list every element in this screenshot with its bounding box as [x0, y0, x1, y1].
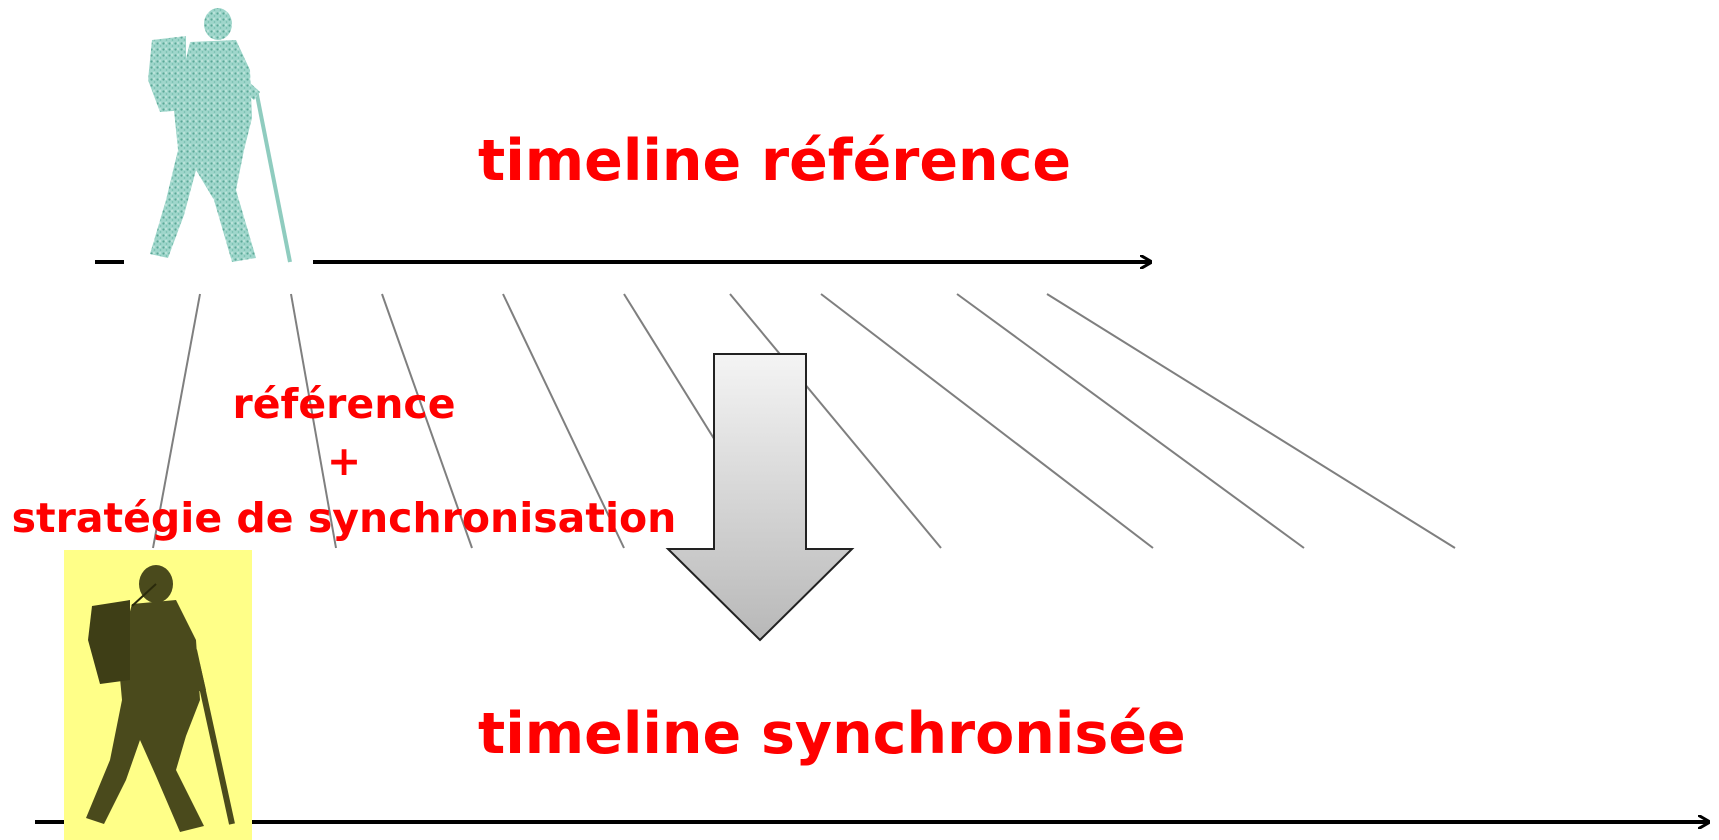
mapping-lines [152, 293, 1456, 549]
synchronized-timeline-title: timeline synchronisée [478, 701, 1186, 767]
mapping-line [956, 293, 1305, 549]
mapping-line [1046, 293, 1456, 549]
mapping-label-line-1: référence [232, 380, 456, 428]
down-arrow-icon [665, 353, 855, 642]
mapping-label: référence + stratégie de synchronisation [0, 376, 688, 547]
mapping-line [729, 293, 942, 549]
ghost-hiker-icon [148, 8, 292, 263]
mapping-line [381, 293, 473, 549]
reference-timeline-title: timeline référence [478, 128, 1072, 194]
mapping-label-line-3: stratégie de synchronisation [11, 494, 677, 542]
mapping-line [152, 293, 201, 549]
mapping-label-line-2: + [326, 437, 362, 485]
mapping-line [290, 293, 337, 549]
hiker-icon [64, 550, 252, 840]
mapping-line [820, 293, 1154, 549]
mapping-line [502, 293, 625, 549]
